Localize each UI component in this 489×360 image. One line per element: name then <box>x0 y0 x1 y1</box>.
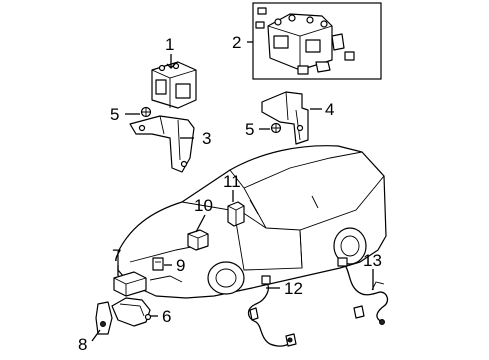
callout-11: 11 <box>223 172 241 191</box>
relay-9 <box>152 257 164 271</box>
actuator-bracket-3 <box>129 115 195 173</box>
ecu-bracket-6 <box>111 297 152 327</box>
callout-5-left: 5 <box>110 105 119 124</box>
abs-actuator-assembly-2 <box>267 13 345 73</box>
callout-8: 8 <box>78 335 87 354</box>
callout-3: 3 <box>202 129 211 148</box>
leader-lines <box>91 41 374 342</box>
rear-speed-sensor-13 <box>337 257 389 325</box>
sensor-11 <box>227 201 245 227</box>
front-wheel <box>207 261 245 295</box>
callout-2: 2 <box>232 33 241 52</box>
rear-wheel <box>333 227 367 265</box>
vehicle-body <box>117 145 387 299</box>
small-fittings <box>255 7 355 75</box>
callout-5-right: 5 <box>245 120 254 139</box>
bolt-5-right <box>270 122 282 134</box>
front-speed-sensor-12 <box>247 275 297 347</box>
callout-7: 7 <box>112 246 121 265</box>
module-10 <box>187 229 209 251</box>
bracket-8 <box>95 301 113 335</box>
bolt-5-left <box>140 106 152 118</box>
callout-10: 10 <box>194 196 213 215</box>
bracket-4 <box>261 91 309 145</box>
inset-box-part-2 <box>252 2 382 80</box>
abs-actuator-1 <box>151 61 197 109</box>
callout-13: 13 <box>363 251 382 270</box>
callout-labels: 1 2 3 4 5 5 6 7 8 9 10 11 12 13 <box>78 33 382 354</box>
ecu-7 <box>113 271 147 297</box>
callout-9: 9 <box>176 256 185 275</box>
callout-4: 4 <box>325 100 334 119</box>
callout-1: 1 <box>165 35 174 54</box>
callout-12: 12 <box>284 279 303 298</box>
callout-6: 6 <box>162 307 171 326</box>
